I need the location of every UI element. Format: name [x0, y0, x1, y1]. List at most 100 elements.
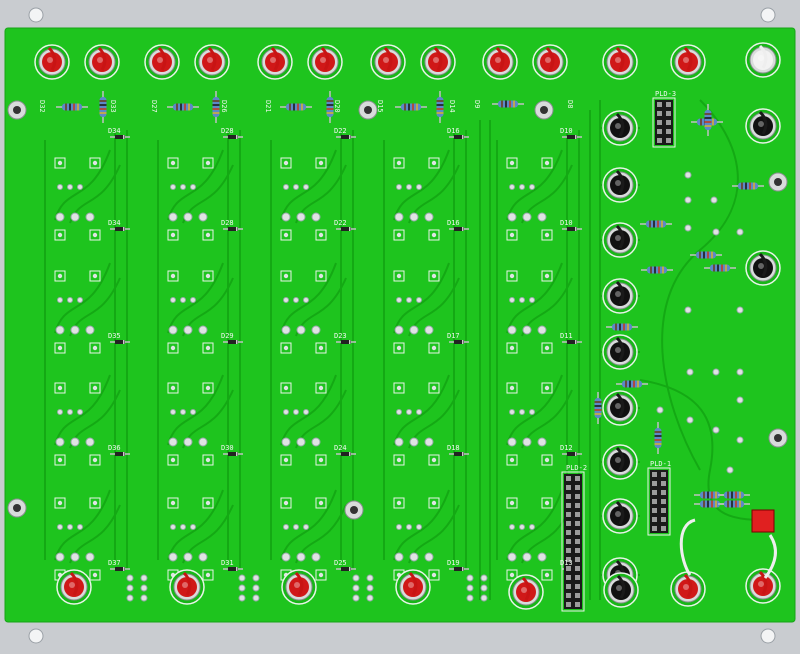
square-pad: [54, 342, 66, 354]
solder-pad: [352, 594, 360, 602]
square-pad: [89, 229, 101, 241]
diode-label: D9: [473, 100, 481, 108]
solder-pad: [70, 437, 80, 447]
solder-pad: [736, 436, 744, 444]
solder-pad: [283, 409, 289, 415]
solder-pad: [509, 297, 515, 303]
trace: [167, 262, 224, 334]
red-jack: [307, 44, 343, 80]
solder-pad: [70, 552, 80, 562]
solder-pad: [509, 409, 515, 415]
solder-pad: [77, 524, 83, 530]
solder-pad: [283, 297, 289, 303]
trace: [393, 262, 450, 334]
square-pad: [167, 497, 179, 509]
solder-pad: [296, 325, 306, 335]
square-pad: [54, 270, 66, 282]
solder-pad: [311, 212, 321, 222]
square-pad: [280, 342, 292, 354]
pcb-substrate: [4, 27, 796, 623]
square-pad: [280, 382, 292, 394]
pcb-pads: [7, 100, 788, 602]
solder-pad: [684, 306, 692, 314]
resistor: [732, 182, 764, 190]
resistor: [167, 103, 199, 111]
red-jack: [169, 569, 205, 605]
solder-pad: [712, 228, 720, 236]
trace: [506, 149, 563, 221]
solder-pad: [238, 594, 246, 602]
panel-screw-holes: [28, 7, 776, 644]
solder-pad: [424, 437, 434, 447]
square-pad: [202, 342, 214, 354]
solder-pad: [168, 212, 178, 222]
solder-pad: [303, 409, 309, 415]
square-pad: [315, 569, 327, 581]
solder-pad: [519, 184, 525, 190]
solder-pad: [238, 574, 246, 582]
trace: [54, 374, 111, 446]
white-jack: [745, 42, 781, 78]
resistor: [56, 103, 88, 111]
black-jack: [603, 572, 639, 608]
jacks: [34, 42, 781, 610]
diode-label: D28: [221, 127, 234, 135]
square-pad: [89, 497, 101, 509]
solder-pad: [406, 524, 412, 530]
resistor: [326, 91, 334, 123]
solder-pad: [296, 437, 306, 447]
diode-label: D36: [108, 444, 121, 452]
square-pad: [89, 342, 101, 354]
diode-label: D32: [38, 100, 46, 113]
diode-label: D25: [334, 559, 347, 567]
solder-pad: [519, 409, 525, 415]
square-pad: [167, 342, 179, 354]
diode-label: D14: [448, 100, 456, 113]
solder-pad: [409, 552, 419, 562]
solder-pad: [303, 184, 309, 190]
square-pad: [315, 382, 327, 394]
resistor: [640, 220, 672, 228]
solder-pad: [736, 228, 744, 236]
pin-header: [561, 471, 585, 612]
diode-label: D29: [221, 332, 234, 340]
header-label: PLD-3: [655, 90, 676, 98]
solder-pad: [70, 325, 80, 335]
square-pad: [506, 270, 518, 282]
square-pad: [280, 229, 292, 241]
solder-pad: [252, 594, 260, 602]
diode-label: D31: [221, 559, 234, 567]
square-pad: [506, 229, 518, 241]
solder-pad: [656, 406, 664, 414]
diode-label: D37: [108, 559, 121, 567]
black-jack: [602, 390, 638, 426]
square-pad: [506, 497, 518, 509]
solder-pad: [303, 524, 309, 530]
solder-pad: [537, 437, 547, 447]
solder-pad: [710, 196, 718, 204]
diode-label: D12: [560, 444, 573, 452]
solder-pad: [180, 524, 186, 530]
square-pad: [393, 382, 405, 394]
diode-label: D20: [333, 100, 341, 113]
solder-pad: [529, 524, 535, 530]
diode-label: D23: [334, 332, 347, 340]
red-jack: [34, 44, 70, 80]
square-pad: [89, 270, 101, 282]
solder-pad: [394, 325, 404, 335]
solder-pad: [352, 584, 360, 592]
solder-pad: [293, 184, 299, 190]
solder-pad: [507, 437, 517, 447]
solder-pad: [283, 524, 289, 530]
resistor: [492, 100, 524, 108]
black-jack: [745, 108, 781, 144]
solder-pad: [409, 437, 419, 447]
resistor: [704, 264, 736, 272]
diode-label: D21: [264, 100, 272, 113]
square-pad: [54, 229, 66, 241]
pin-headers: [561, 97, 676, 612]
resistor: [616, 380, 648, 388]
square-pad: [202, 569, 214, 581]
solder-pad: [424, 552, 434, 562]
solder-pad: [409, 325, 419, 335]
